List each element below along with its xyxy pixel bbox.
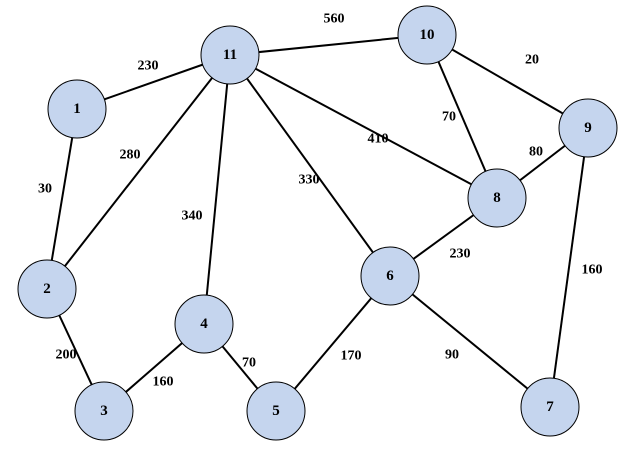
node-3: 3 [74,381,134,441]
edge-weight-label-2-3: 200 [56,348,77,363]
node-5: 5 [246,381,306,441]
node-circle-11 [200,25,260,85]
edge-11-6 [229,54,391,277]
edge-labels-layer: 2303056028034033041020708016023020016070… [38,12,603,390]
edge-weight-label-4-5: 70 [242,356,256,371]
edge-weight-label-6-7: 90 [445,348,459,363]
node-10: 10 [397,5,457,65]
node-label-11: 11 [223,47,237,63]
node-8: 8 [467,168,527,228]
node-label-8: 8 [493,190,501,206]
node-circle-6 [360,246,420,306]
edge-weight-label-11-6: 330 [299,173,320,188]
edge-weight-label-10-8: 70 [442,110,456,125]
node-label-4: 4 [200,316,208,332]
node-circle-1 [47,79,107,139]
node-circle-7 [520,377,580,437]
node-circle-10 [397,5,457,65]
edge-weight-label-11-8: 410 [368,132,389,147]
node-1: 1 [47,79,107,139]
edge-weight-label-10-9: 20 [525,53,539,68]
edge-weight-label-11-2: 280 [120,148,141,163]
node-label-2: 2 [43,281,51,297]
edge-weight-label-9-7: 160 [582,263,603,278]
node-4: 4 [174,294,234,354]
node-7: 7 [520,377,580,437]
edge-weight-label-1-11: 230 [138,59,159,74]
node-2: 2 [17,259,77,319]
edge-weight-label-6-5: 170 [341,349,362,364]
edge-6-7 [389,275,551,408]
node-label-9: 9 [584,120,592,136]
node-circle-3 [74,381,134,441]
edge-9-7 [549,127,589,408]
edge-weight-label-1-2: 30 [38,182,52,197]
edge-11-4 [203,54,231,325]
node-circle-5 [246,381,306,441]
node-label-3: 3 [100,403,108,419]
node-9: 9 [558,98,618,158]
edge-11-2 [46,54,231,290]
edge-1-2 [46,108,78,290]
node-label-10: 10 [420,27,435,43]
edge-10-9 [426,34,589,129]
node-label-7: 7 [546,399,554,415]
nodes-layer: 1 2 3 4 5 6 7 8 9 10 11 [17,5,618,441]
edge-weight-label-11-4: 340 [182,209,203,224]
edge-weight-label-8-6: 230 [450,247,471,262]
node-circle-2 [17,259,77,319]
node-label-6: 6 [386,268,394,284]
node-circle-4 [174,294,234,354]
edge-weight-label-4-3: 160 [153,375,174,390]
node-circle-8 [467,168,527,228]
node-11: 11 [200,25,260,85]
edge-10-8 [426,34,498,199]
edge-11-10 [229,34,428,56]
node-6: 6 [360,246,420,306]
node-label-1: 1 [73,101,81,117]
node-circle-9 [558,98,618,158]
edge-11-8 [229,54,498,199]
node-label-5: 5 [272,403,280,419]
edge-weight-label-9-8: 80 [529,145,543,160]
edge-weight-label-11-10: 560 [324,12,345,27]
